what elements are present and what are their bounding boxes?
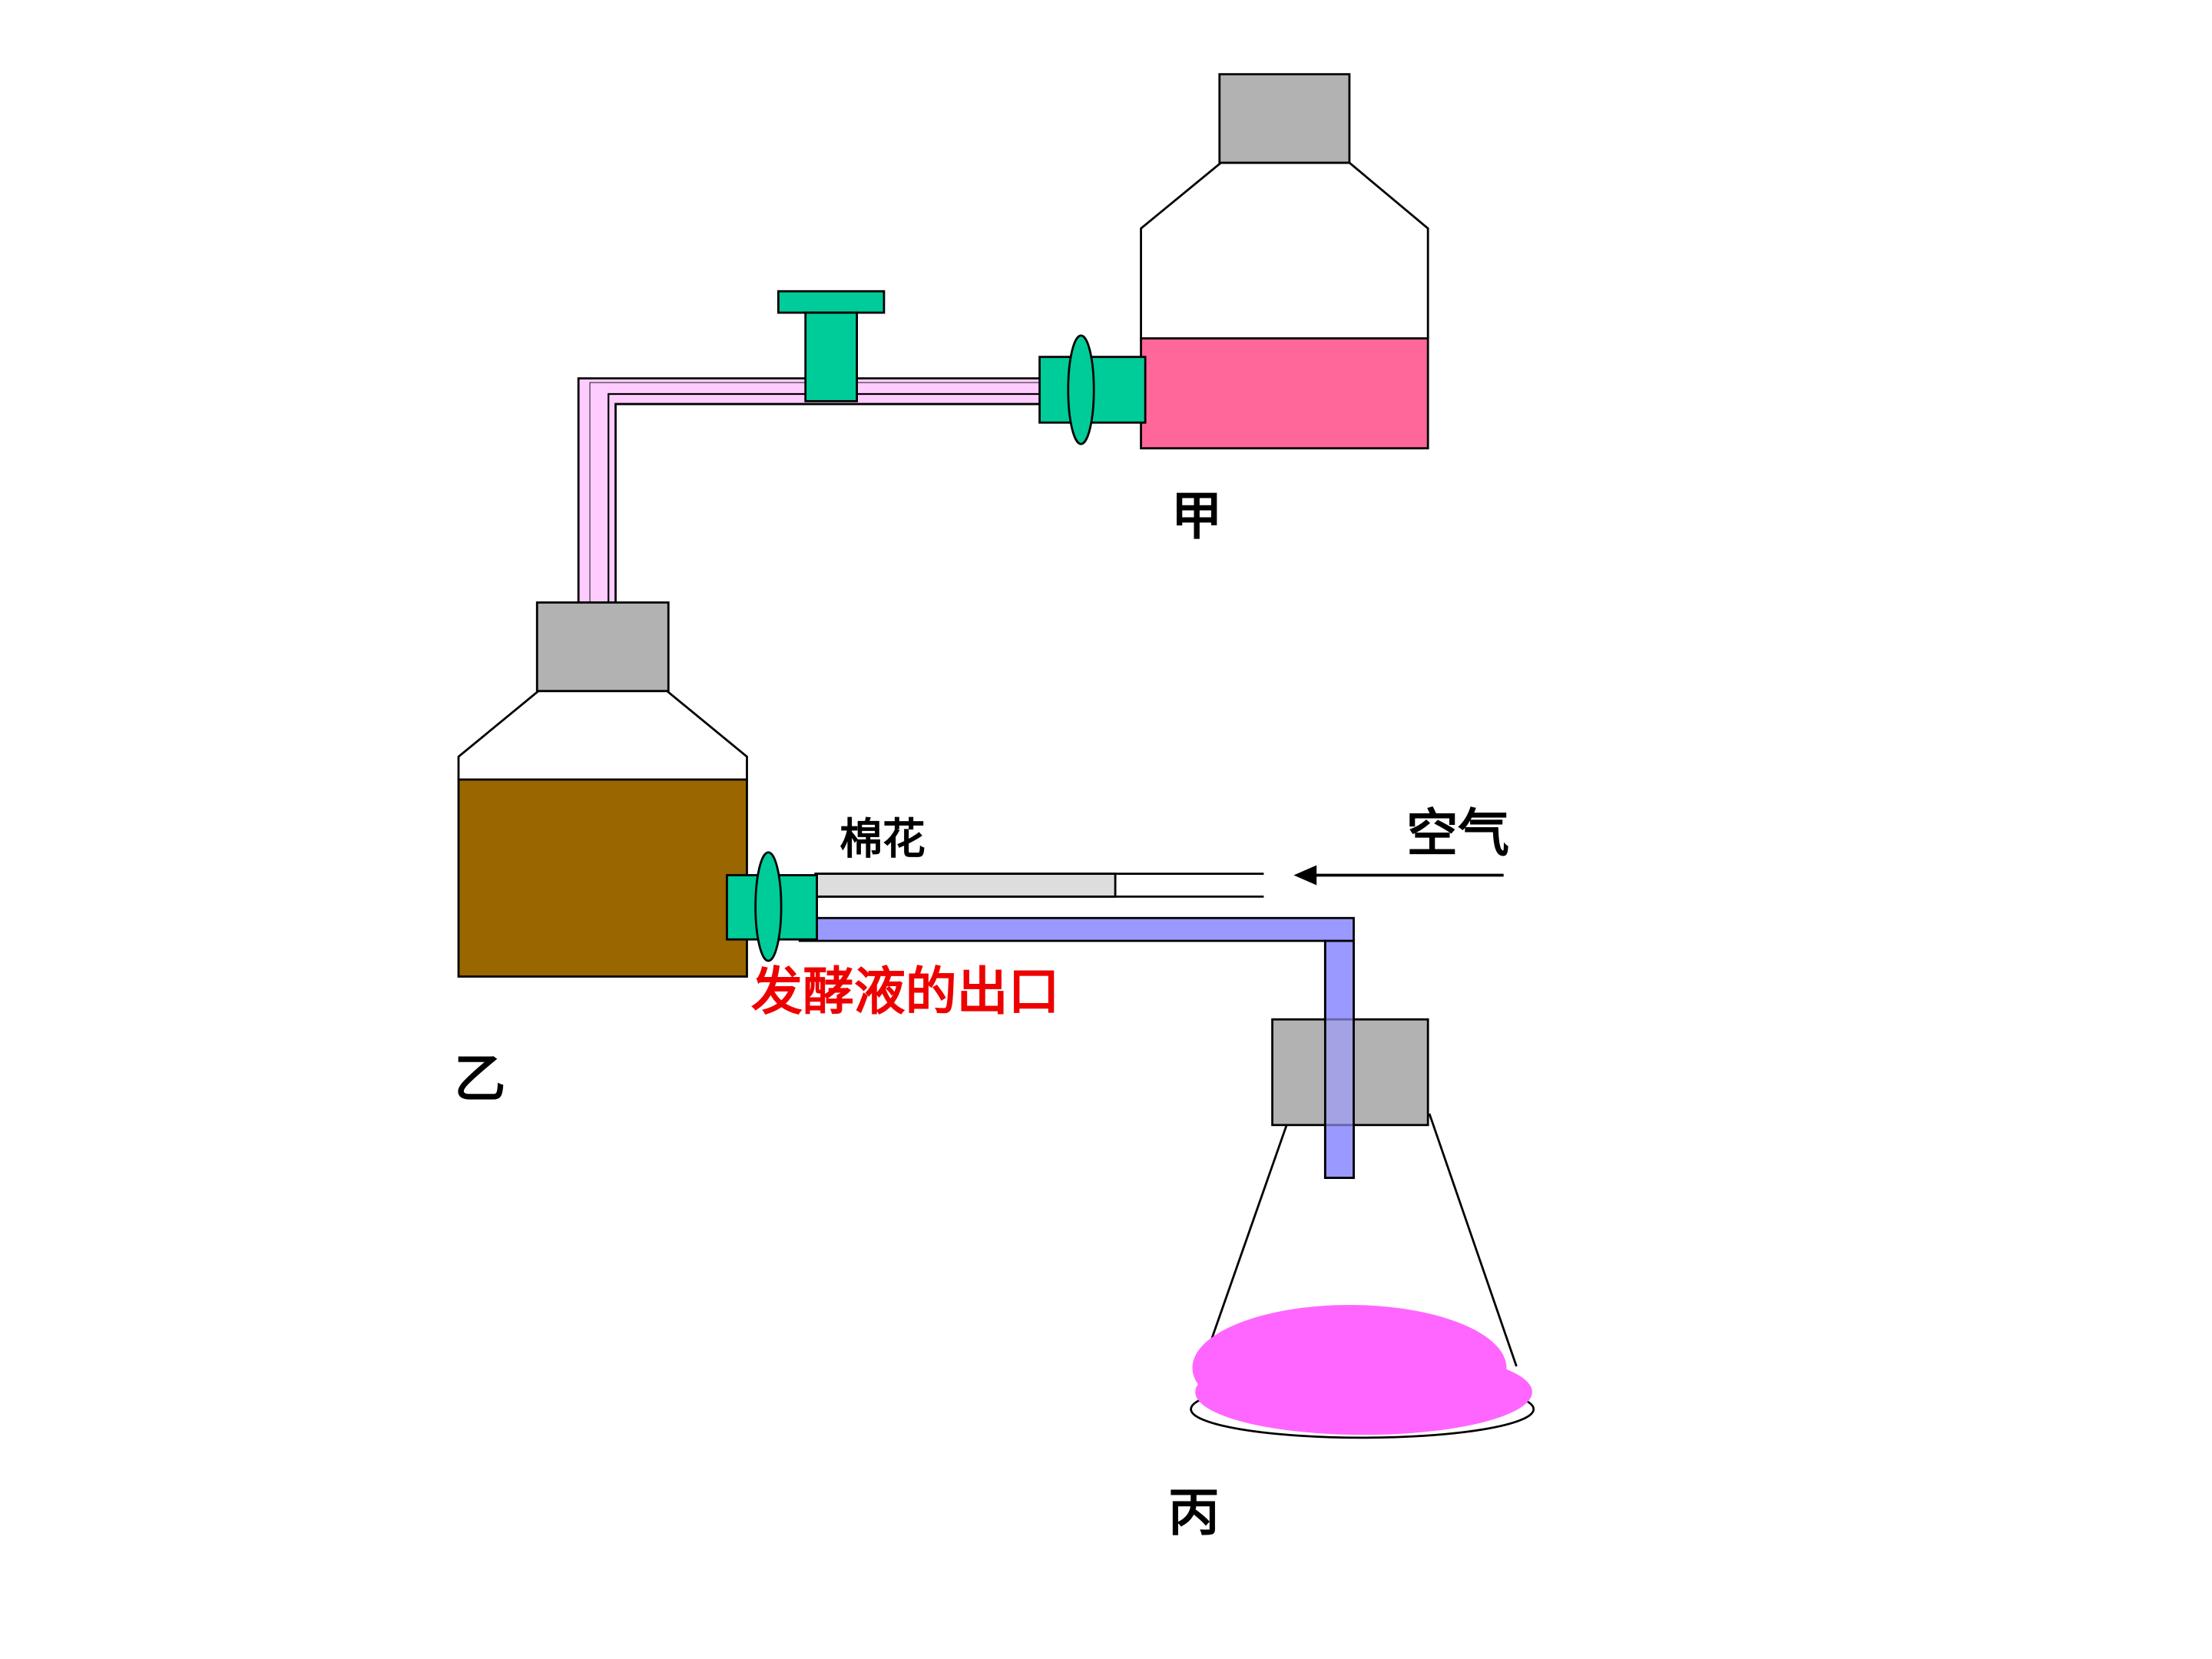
- clamp-yi-sleeve: [726, 874, 760, 941]
- stopcock-handle: [777, 290, 886, 314]
- blue-outlet-tube: [798, 916, 1355, 1179]
- clamp-jia-sleeve: [1038, 356, 1072, 424]
- flask-left-wall: [1207, 1124, 1288, 1350]
- clamp-yi: [726, 851, 818, 962]
- flask-liquid-2: [1195, 1349, 1532, 1435]
- flask-tube-segment: [1323, 939, 1355, 1179]
- bottle-jia-cap: [1218, 73, 1351, 164]
- bottle-yi: [457, 601, 748, 978]
- bottle-yi-body: [457, 690, 748, 780]
- clamp-jia-plug: [1090, 356, 1147, 424]
- pink-tube-outer: [577, 377, 1058, 604]
- pink-tube: [577, 377, 1058, 604]
- label-yi: 乙: [454, 1049, 505, 1109]
- label-jia: 甲: [1171, 486, 1223, 546]
- air-inlet-tube: [814, 873, 1264, 898]
- cotton-plug: [814, 873, 1117, 898]
- label-outlet: 发酵液的出口: [751, 962, 1059, 1022]
- flask-bing: [1190, 939, 1535, 1439]
- label-cotton: 棉花: [839, 815, 925, 865]
- label-bing: 丙: [1168, 1483, 1220, 1543]
- clamp-jia: [1038, 334, 1147, 445]
- blue-tube-body: [798, 916, 1355, 1179]
- stopcock-valve: [777, 290, 886, 402]
- bottle-jia: [1140, 73, 1429, 450]
- bottle-jia-body: [1140, 161, 1429, 339]
- label-air: 空气: [1406, 803, 1509, 863]
- bottle-yi-liquid: [457, 778, 748, 978]
- bottle-yi-cap: [535, 601, 670, 693]
- air-arrow: [1293, 865, 1504, 886]
- clamp-yi-plug: [777, 874, 818, 941]
- pink-tube-inner-line: [608, 392, 1057, 603]
- flask-right-wall: [1428, 1113, 1518, 1367]
- pink-tube-inner-line-2: [589, 382, 1057, 603]
- stopcock-stem: [804, 311, 859, 402]
- bottle-jia-liquid: [1140, 337, 1429, 450]
- clamp-jia-ring: [1067, 334, 1095, 445]
- clamp-yi-ring: [754, 851, 783, 962]
